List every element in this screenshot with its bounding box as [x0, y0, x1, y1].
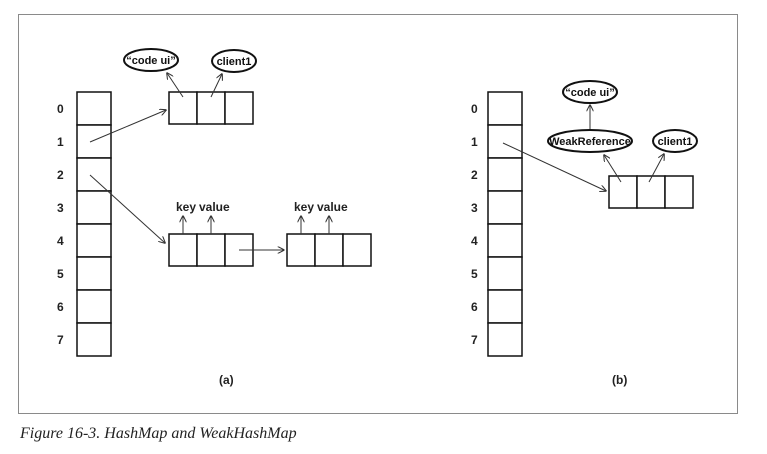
- entry-chain2-a: [286, 233, 372, 267]
- index-label: 5: [57, 267, 64, 281]
- oval-code-ui-b: “code ui”: [562, 80, 618, 104]
- oval-client1-label: client1: [217, 56, 252, 68]
- panel-b-label: (b): [612, 373, 627, 387]
- key-arrow-top-a: [167, 73, 184, 98]
- table-index-labels-a: 0 1 2 3 4 5 6 7: [57, 102, 64, 347]
- index-label: 5: [471, 267, 478, 281]
- index-label: 2: [471, 168, 478, 182]
- oval-code-ui-label: “code ui”: [565, 87, 615, 99]
- oval-code-ui-a: “code ui”: [123, 48, 179, 72]
- key-arrow-b: [604, 155, 622, 183]
- hash-table-a: [76, 91, 112, 357]
- index-label: 3: [57, 201, 64, 215]
- oval-weakreference-label: WeakReference: [549, 136, 631, 148]
- figure-frame: [18, 14, 738, 414]
- index-label: 2: [57, 168, 64, 182]
- entry-top-a: [168, 91, 254, 125]
- oval-client1-b: client1: [652, 129, 698, 153]
- key-label: key: [294, 200, 314, 214]
- panel-a: 0 1 2 3 4 5 6 7 “code ui” client1: [57, 48, 372, 387]
- figure-caption: Figure 16-3. HashMap and WeakHashMap: [20, 425, 297, 442]
- hash-table-b: [487, 91, 523, 357]
- value-arrow-b: [648, 154, 664, 183]
- bucket2-arrow-a: [89, 174, 165, 243]
- index-label: 0: [471, 102, 478, 116]
- value-label: value: [317, 200, 348, 214]
- oval-client1-a: client1: [211, 49, 257, 73]
- key-label: key: [176, 200, 196, 214]
- oval-weakreference-b: WeakReference: [547, 129, 633, 153]
- oval-code-ui-label: “code ui”: [126, 55, 176, 67]
- index-label: 1: [57, 135, 64, 149]
- index-label: 6: [57, 300, 64, 314]
- bucket1-arrow-a: [89, 110, 166, 143]
- oval-client1-label: client1: [658, 136, 693, 148]
- value-label: value: [199, 200, 230, 214]
- index-label: 1: [471, 135, 478, 149]
- bucket1-arrow-b: [502, 142, 606, 191]
- index-label: 0: [57, 102, 64, 116]
- panel-b: 0 1 2 3 4 5 6 7 WeakReference “code ui” …: [471, 80, 698, 387]
- panel-a-label: (a): [219, 373, 234, 387]
- index-label: 7: [57, 333, 64, 347]
- value-arrow-top-a: [210, 74, 222, 98]
- entry-b: [608, 175, 694, 209]
- index-label: 3: [471, 201, 478, 215]
- index-label: 6: [471, 300, 478, 314]
- index-label: 4: [471, 234, 478, 248]
- index-label: 7: [471, 333, 478, 347]
- index-label: 4: [57, 234, 64, 248]
- table-index-labels-b: 0 1 2 3 4 5 6 7: [471, 102, 478, 347]
